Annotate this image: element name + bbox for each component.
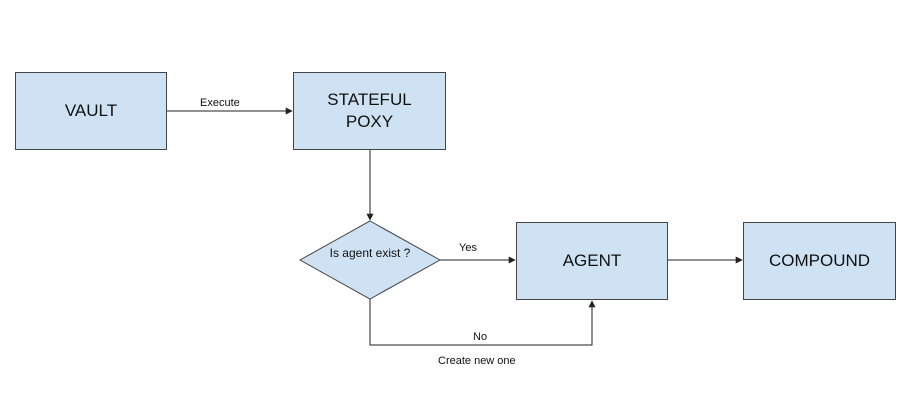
- stateful-proxy-label: STATEFUL POXY: [327, 90, 412, 131]
- decision-diamond: [298, 220, 442, 300]
- agent-label: AGENT: [562, 251, 622, 270]
- vault-box: VAULT: [15, 72, 167, 150]
- stateful-proxy-box: STATEFUL POXY: [293, 72, 446, 150]
- vault-label: VAULT: [64, 101, 118, 120]
- execute-label: Execute: [200, 97, 240, 109]
- edge-decision-no-create: [369, 299, 596, 346]
- yes-label: Yes: [459, 242, 477, 254]
- decision-label: Is agent exist ?: [329, 246, 411, 260]
- no-label: No: [473, 331, 488, 343]
- compound-label: COMPOUND: [768, 251, 871, 270]
- agent-box: AGENT: [516, 222, 668, 300]
- create-new-label: Create new one: [438, 355, 516, 367]
- compound-box: COMPOUND: [743, 222, 896, 300]
